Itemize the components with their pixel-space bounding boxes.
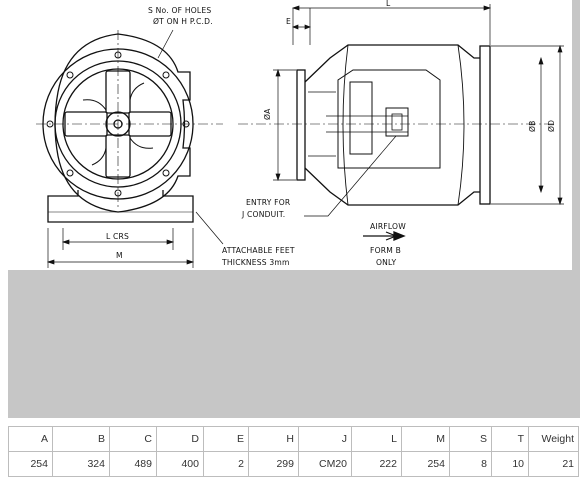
dim-a-label: ØA (263, 108, 272, 120)
dim-e-label: E (286, 17, 291, 26)
form-label-line2: ONLY (376, 258, 396, 267)
header-m: M (401, 426, 450, 452)
value-j: CM20 (298, 451, 352, 477)
header-b: B (52, 426, 110, 452)
value-s: 8 (449, 451, 492, 477)
value-c: 489 (109, 451, 157, 477)
value-d: 400 (156, 451, 204, 477)
spec-value-row: 254 324 489 400 2 299 CM20 222 254 8 10 … (8, 451, 579, 477)
header-e: E (203, 426, 249, 452)
feet-label-line1: ATTACHABLE FEET (222, 246, 295, 255)
dim-m-label: M (116, 251, 123, 260)
form-label-line1: FORM B (370, 246, 401, 255)
value-l: 222 (351, 451, 402, 477)
header-s: S (449, 426, 492, 452)
fan-technical-drawing: S No. OF HOLES ØT ON H P.C.D. E L ØA ØB … (8, 0, 572, 270)
header-h: H (248, 426, 299, 452)
entry-label-line1: ENTRY FOR (246, 198, 291, 207)
dim-l-crs-label: L CRS (106, 232, 129, 241)
feet-label-line2: THICKNESS 3mm (221, 258, 290, 267)
value-h: 299 (248, 451, 299, 477)
header-d: D (156, 426, 204, 452)
dim-d-label: ØD (547, 120, 556, 132)
header-t: T (491, 426, 529, 452)
header-l: L (351, 426, 402, 452)
holes-label-line1: S No. OF HOLES (148, 6, 211, 15)
header-j: J (298, 426, 352, 452)
header-weight: Weight (528, 426, 579, 452)
dim-l-label: L (386, 0, 391, 8)
header-a: A (8, 426, 53, 452)
value-weight: 21 (528, 451, 579, 477)
header-c: C (109, 426, 157, 452)
holes-label-line2: ØT ON H P.C.D. (153, 17, 213, 26)
value-t: 10 (491, 451, 529, 477)
spec-header-row: A B C D E H J L M S T Weight (8, 426, 579, 452)
value-b: 324 (52, 451, 110, 477)
airflow-label: AIRFLOW (370, 222, 406, 231)
value-e: 2 (203, 451, 249, 477)
value-m: 254 (401, 451, 450, 477)
entry-label-line2: J CONDUIT. (241, 210, 285, 219)
value-a: 254 (8, 451, 53, 477)
spec-table: A B C D E H J L M S T Weight 254 324 489… (8, 426, 579, 477)
dim-b-label: ØB (528, 120, 537, 132)
